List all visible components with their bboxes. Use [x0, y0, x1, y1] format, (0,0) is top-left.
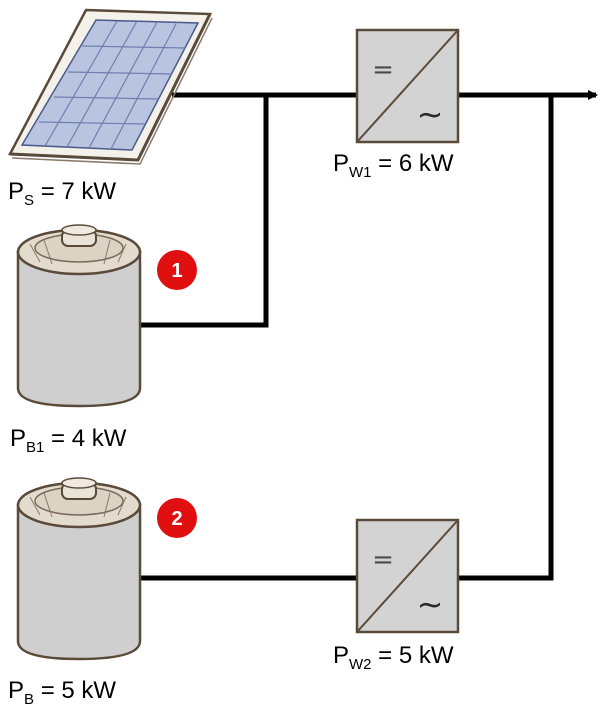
inverter1-power-subscript: W1 — [349, 164, 372, 181]
battery-2 — [16, 477, 142, 661]
inverter1-ac-symbol: ~ — [417, 95, 444, 133]
battery1-power-label: PB1 = 4 kW — [10, 425, 127, 456]
badge-2-number: 2 — [171, 508, 182, 530]
inverter1-power-value: = 6 kW — [372, 150, 454, 177]
battery-1 — [16, 224, 142, 408]
solar-power-label: PS = 7 kW — [8, 178, 116, 209]
battery1-to-bus-line — [140, 95, 269, 328]
inverter2-power-value: = 5 kW — [372, 642, 454, 669]
inverter2-ac-symbol: ~ — [417, 585, 444, 623]
badge-1-number: 1 — [171, 260, 182, 282]
battery2-power-value: = 5 kW — [34, 677, 116, 704]
inverter2-power-symbol: P — [333, 642, 349, 669]
inverter-1: = ~ — [355, 28, 460, 144]
solar-power-subscript: S — [24, 192, 34, 209]
solar-panel — [7, 8, 213, 165]
battery2-power-subscript: B — [24, 691, 34, 708]
inverter2-dc-symbol: = — [372, 545, 394, 575]
badge-1: 1 — [157, 250, 197, 290]
inverter-2: = ~ — [355, 518, 460, 634]
battery2-power-symbol: P — [8, 677, 24, 704]
inverter1-dc-symbol: = — [372, 55, 394, 85]
badge-2: 2 — [157, 498, 197, 538]
inverter2-output-line — [458, 95, 554, 581]
battery1-power-subscript: B1 — [26, 439, 44, 456]
battery1-power-symbol: P — [10, 425, 26, 452]
solar-power-value: = 7 kW — [34, 178, 116, 205]
inverter1-power-symbol: P — [333, 150, 349, 177]
inverter1-power-label: PW1 = 6 kW — [333, 150, 454, 181]
battery1-power-value: = 4 kW — [44, 425, 126, 452]
inverter2-power-subscript: W2 — [349, 656, 372, 673]
connection-lines — [140, 90, 598, 581]
solar-power-symbol: P — [8, 178, 24, 205]
inverter2-power-label: PW2 = 5 kW — [333, 642, 454, 673]
battery2-power-label: PB = 5 kW — [8, 677, 116, 708]
